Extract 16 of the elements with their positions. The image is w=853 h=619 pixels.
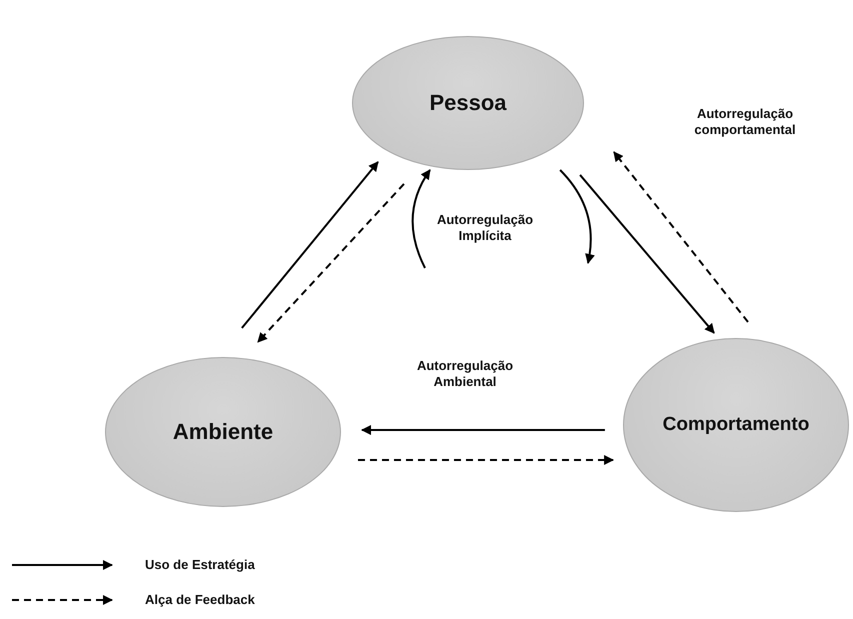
arrow xyxy=(613,151,749,323)
legend-label: Alça de Feedback xyxy=(145,592,255,607)
arrow xyxy=(241,161,379,329)
annotation-text: Autorregulação comportamental xyxy=(693,106,797,138)
annotation-text: Autorregulação Implícita xyxy=(436,212,534,244)
arrow xyxy=(361,425,605,436)
arrow xyxy=(559,169,595,264)
arrow xyxy=(257,183,405,343)
annotation-text: Autorregulação Ambiental xyxy=(416,358,514,390)
arrow xyxy=(579,174,715,334)
node-label: Ambiente xyxy=(172,419,274,445)
arrow xyxy=(358,454,614,465)
node-label: Comportamento xyxy=(662,414,810,436)
legend-label: Uso de Estratégia xyxy=(145,557,255,572)
node-label: Pessoa xyxy=(429,90,507,116)
arrow xyxy=(412,169,431,268)
